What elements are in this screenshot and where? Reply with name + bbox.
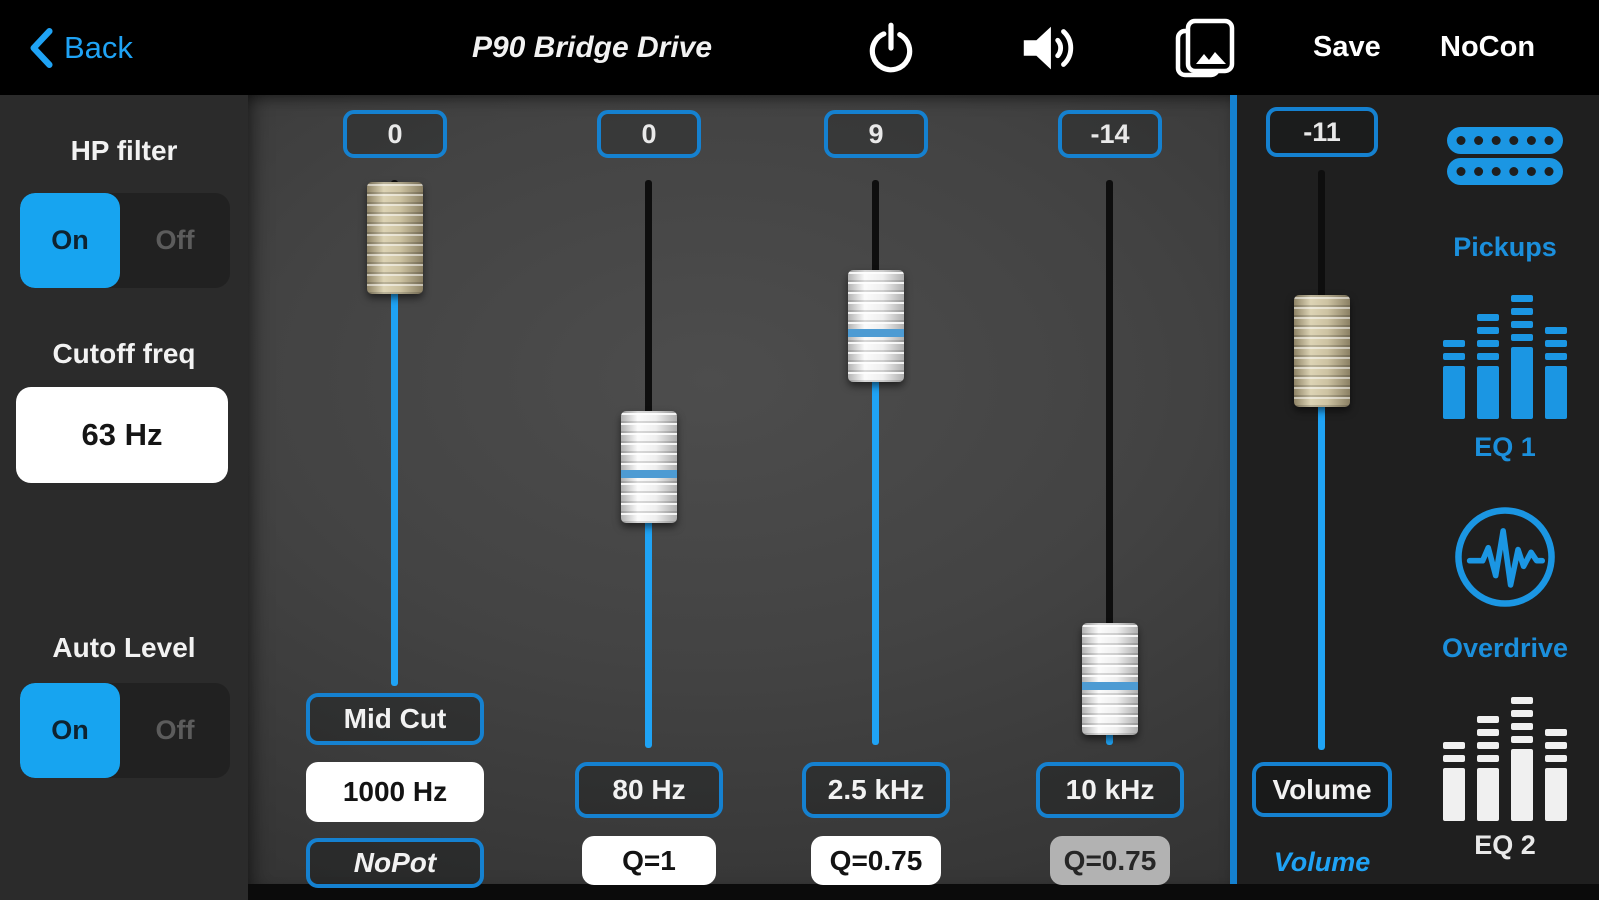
right-panel: -11 Volume Volume Pickups: [1237, 95, 1599, 884]
back-button[interactable]: Back: [28, 0, 133, 95]
auto-level-label: Auto Level: [52, 632, 196, 663]
auto-level-toggle: On Off: [20, 683, 230, 778]
band-freq-button[interactable]: 2.5 kHz: [802, 762, 950, 818]
auto-level-off-button[interactable]: Off: [155, 715, 195, 745]
slider-handle[interactable]: [367, 182, 423, 294]
q-value-box-disabled: Q=0.75: [1050, 836, 1170, 885]
nocon-button[interactable]: NoCon: [1440, 31, 1536, 63]
cutoff-freq-value[interactable]: 63 Hz: [16, 387, 228, 483]
slider-value-box[interactable]: 0: [343, 110, 447, 158]
nav-label-overdrive[interactable]: Overdrive: [1441, 633, 1569, 663]
q-value-box[interactable]: Q=0.75: [811, 836, 941, 885]
handle-stripe: [848, 329, 904, 338]
hp-filter-label: HP filter: [70, 135, 178, 166]
band-label-button[interactable]: Mid Cut: [306, 693, 484, 745]
eq-stage: 0 Mid Cut 1000 Hz NoPot 0 80 Hz Q=1 9 2.…: [248, 95, 1230, 888]
overdrive-button[interactable]: [1451, 503, 1559, 611]
eq-bars-icon: [1443, 697, 1567, 821]
left-settings-panel: HP filter On Off Cutoff freq 63 Hz Auto …: [0, 95, 248, 900]
overdrive-wave-icon: [1451, 503, 1559, 611]
band-freq-button[interactable]: 10 kHz: [1036, 762, 1184, 818]
band-freq-button[interactable]: 80 Hz: [575, 762, 723, 818]
volume-button[interactable]: Volume: [1252, 762, 1392, 817]
pickups-button[interactable]: [1447, 127, 1563, 185]
auto-level-on-button[interactable]: On: [20, 683, 120, 778]
slider-value-box[interactable]: 0: [597, 110, 701, 158]
pot-label-button[interactable]: NoPot: [306, 838, 484, 888]
hp-filter-off-button[interactable]: Off: [155, 225, 195, 255]
top-nav-bar: Back P90 Bridge Drive: [0, 0, 1599, 95]
handle-stripe: [1082, 682, 1138, 691]
slider-track-upper: [645, 180, 652, 467]
q-value-box[interactable]: Q=1: [582, 836, 716, 885]
back-label: Back: [64, 29, 133, 65]
slider-track-lower: [391, 238, 398, 686]
photos-button[interactable]: [1172, 0, 1238, 95]
speaker-button[interactable]: [1015, 0, 1081, 95]
slider-handle[interactable]: [848, 270, 904, 382]
pickups-humbucker-icon: [1447, 127, 1563, 185]
power-button[interactable]: [862, 0, 920, 95]
eq2-button[interactable]: [1443, 697, 1567, 821]
slider-track-lower: [645, 467, 652, 748]
power-icon: [866, 19, 916, 77]
cutoff-freq-label: Cutoff freq: [52, 338, 196, 369]
save-button[interactable]: Save: [1313, 31, 1381, 63]
slider-handle[interactable]: [621, 411, 677, 523]
chevron-left-icon: [28, 27, 54, 69]
eq-bars-icon: [1443, 295, 1567, 419]
slider-handle[interactable]: [1082, 623, 1138, 735]
slider-track-lower: [872, 326, 879, 745]
nav-label-pickups[interactable]: Pickups: [1453, 232, 1557, 262]
panel-divider: [1230, 95, 1237, 884]
slider-track-upper: [1106, 180, 1113, 679]
slider-track-upper: [872, 180, 879, 326]
hp-filter-on-button[interactable]: On: [20, 193, 120, 288]
slider-value-box[interactable]: 9: [824, 110, 928, 158]
nav-label-eq2[interactable]: EQ 2: [1474, 830, 1536, 860]
slider-track-upper: [1318, 170, 1325, 351]
freq-value-box[interactable]: 1000 Hz: [306, 762, 484, 822]
slider-value-box[interactable]: -14: [1058, 110, 1162, 158]
photos-stack-icon: [1174, 17, 1236, 79]
preset-title: P90 Bridge Drive: [471, 30, 713, 64]
eq1-button[interactable]: [1443, 295, 1567, 419]
nav-label-eq1[interactable]: EQ 1: [1474, 432, 1536, 462]
slider-track-lower: [1318, 351, 1325, 750]
bottom-strip: [248, 884, 1599, 900]
speaker-volume-icon: [1017, 17, 1079, 79]
volume-handle[interactable]: [1294, 295, 1350, 407]
handle-stripe: [621, 470, 677, 479]
volume-value-box[interactable]: -11: [1266, 107, 1378, 157]
hp-filter-toggle: On Off: [20, 193, 230, 288]
volume-caption: Volume: [1273, 847, 1371, 877]
